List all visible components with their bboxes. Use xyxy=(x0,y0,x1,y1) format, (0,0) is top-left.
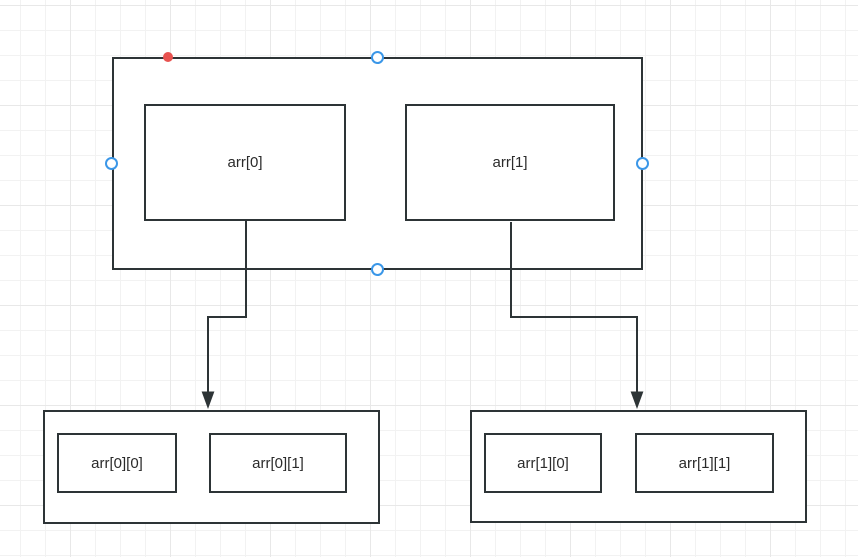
arrowhead-icon-left[interactable] xyxy=(201,391,215,410)
array-cell-arr00[interactable]: arr[0][0] xyxy=(57,433,177,493)
array-cell-arr0[interactable]: arr[0] xyxy=(144,104,346,221)
array-cell-arr10-label: arr[1][0] xyxy=(517,454,569,472)
array-cell-arr11[interactable]: arr[1][1] xyxy=(635,433,774,493)
array-cell-arr00-label: arr[0][0] xyxy=(91,454,143,472)
arrowhead-icon-right[interactable] xyxy=(630,391,644,410)
connection-handle-bottom[interactable] xyxy=(371,263,384,276)
edge-endpoint-dot[interactable] xyxy=(163,52,173,62)
array-cell-arr1[interactable]: arr[1] xyxy=(405,104,615,221)
connection-handle-top[interactable] xyxy=(371,51,384,64)
array-cell-arr1-label: arr[1] xyxy=(492,154,528,171)
array-cell-arr01[interactable]: arr[0][1] xyxy=(209,433,347,493)
array-cell-arr11-label: arr[1][1] xyxy=(678,454,731,472)
array-cell-arr01-label: arr[0][1] xyxy=(252,454,304,472)
connection-handle-right[interactable] xyxy=(636,157,649,170)
connection-handle-left[interactable] xyxy=(105,157,118,170)
array-cell-arr0-label: arr[0] xyxy=(227,154,263,171)
array-cell-arr10[interactable]: arr[1][0] xyxy=(484,433,602,493)
